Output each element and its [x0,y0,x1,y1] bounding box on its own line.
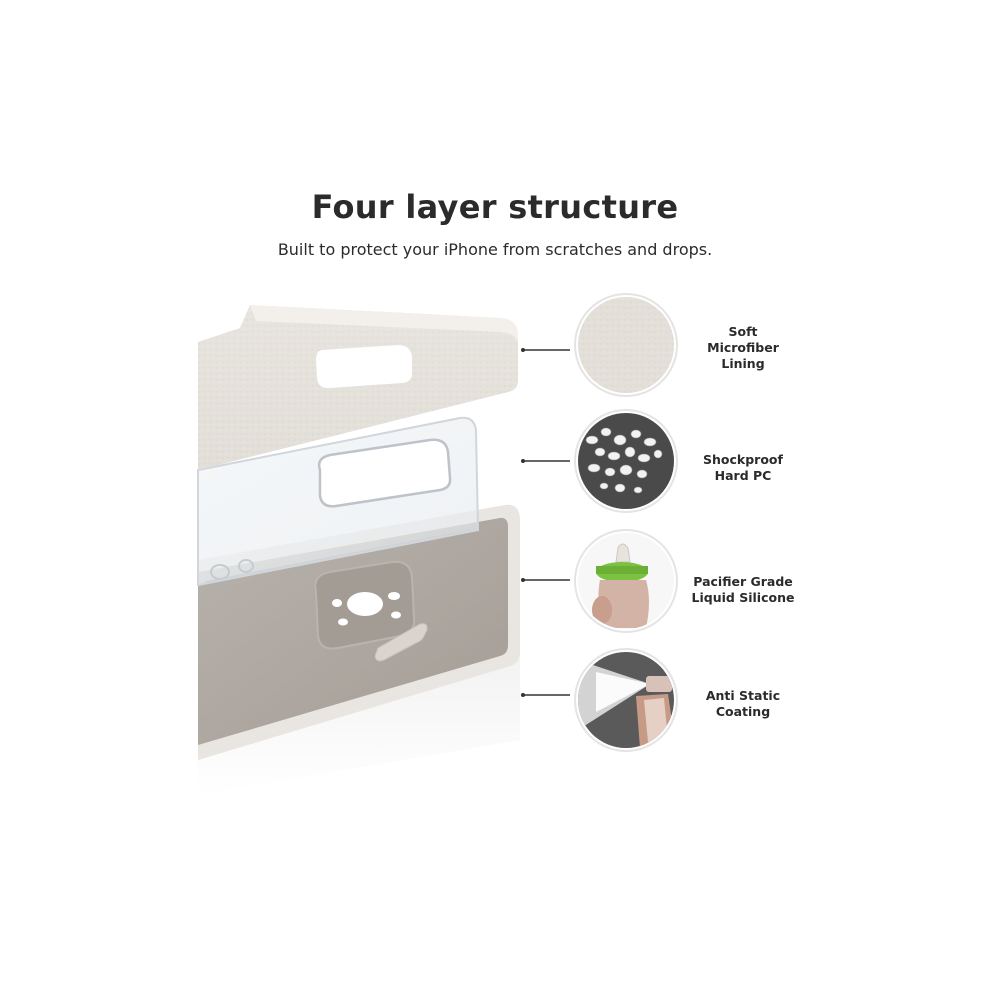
connector-dot [521,459,525,463]
label-line: Soft [728,324,758,339]
label-line: Microfiber [707,340,779,355]
connector-dot [521,348,525,352]
label-line: Anti Static [705,688,781,703]
page-title: Four layer structure [311,188,679,226]
microfiber-lining-layer [198,305,518,470]
layer-label-microfiber: Soft Microfiber Lining [668,324,818,372]
label-line: Liquid Silicone [691,590,795,605]
hard-pc-layer [197,416,480,587]
layer-label-anti-static: Anti Static Coating [668,688,818,720]
microfiber-texture-icon [574,293,678,397]
page-subtitle: Built to protect your iPhone from scratc… [277,240,713,259]
spray-mist-icon [574,648,678,752]
connector-dot [521,578,525,582]
baby-bottle-icon [574,529,678,633]
connector-dot [521,693,525,697]
label-line: Lining [721,356,765,371]
layer-label-hard-pc: Shockproof Hard PC [668,452,818,484]
pc-granules-icon [574,409,678,513]
label-line: Pacifier Grade [693,574,793,589]
label-line: Shockproof [703,452,783,467]
layer-label-liquid-silicone: Pacifier Grade Liquid Silicone [668,574,818,606]
label-line: Coating [715,704,771,719]
label-line: Hard PC [714,468,772,483]
